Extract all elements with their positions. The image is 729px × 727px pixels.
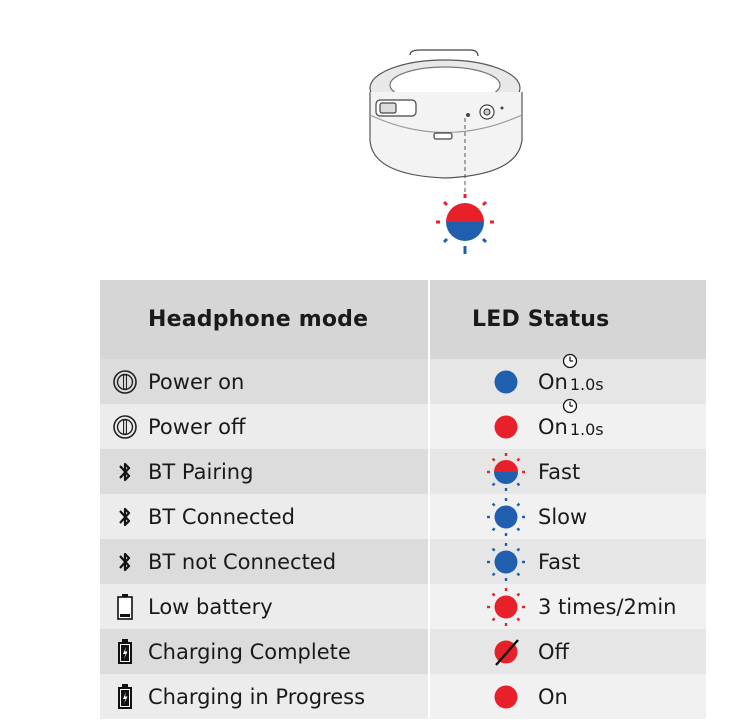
red-blue-led-flash-icon [487, 452, 525, 491]
mode-label: BT Pairing [148, 459, 254, 484]
power-icon [113, 414, 137, 439]
led-status-cell: On 1.0s [428, 398, 706, 449]
led-status-text: Fast [538, 549, 581, 574]
header-cell-status: LED Status [428, 280, 706, 359]
led-status-cell: Fast [428, 449, 706, 494]
mode-cell: Charging Complete [100, 629, 428, 674]
mode-label: Power on [148, 369, 245, 394]
table-row: Charging in Progress On [100, 674, 706, 719]
led-status-cell: On [428, 674, 706, 719]
battery-charging-icon [106, 629, 144, 674]
led-status-text: Off [538, 639, 569, 664]
led-status-text: 3 times/2min [538, 594, 677, 619]
low-battery-icon [117, 593, 133, 620]
clock-icon [562, 353, 577, 369]
low-battery-icon [106, 584, 144, 629]
blue-led-flash-icon [487, 542, 525, 581]
red-led-solid-icon [494, 415, 518, 438]
mode-cell: Power on [100, 359, 428, 404]
blue-led-flash-icon [487, 497, 525, 536]
mode-cell: Charging in Progress [100, 674, 428, 719]
led-status-text: On [538, 369, 568, 394]
headphone-earcup-illustration [369, 49, 523, 254]
led-indicator-icon [486, 404, 526, 449]
battery-charging-icon [118, 683, 132, 709]
table-row: BT not Connected Fast [100, 539, 706, 584]
timer-duration: 1.0s [562, 353, 604, 394]
bluetooth-icon [106, 449, 144, 494]
clock-icon [562, 398, 577, 414]
led-status-cell: 3 times/2min [428, 584, 706, 629]
mode-label: Low battery [148, 594, 273, 619]
mode-cell: BT Pairing [100, 449, 428, 494]
led-red-blue-indicator [436, 194, 494, 254]
led-indicator-icon [486, 629, 526, 674]
timer-text: 1.0s [569, 420, 604, 439]
mode-label: BT not Connected [148, 549, 337, 574]
led-status-text: Slow [538, 504, 588, 529]
table-row: BT Connected Slow [100, 494, 706, 539]
table-row: BT Pairing Fast [100, 449, 706, 494]
table-row: Charging Complete Off [100, 629, 706, 674]
battery-charging-icon [106, 674, 144, 719]
header-cell-mode: Headphone mode [100, 280, 428, 359]
mode-cell: Low battery [100, 584, 428, 629]
led-indicator-icon [486, 494, 526, 539]
led-status-cell: Fast [428, 539, 706, 584]
mode-label: Charging in Progress [148, 684, 366, 709]
table-header-row: Headphone mode LED Status [100, 280, 706, 359]
bluetooth-icon [119, 507, 131, 526]
mode-cell: BT not Connected [100, 539, 428, 584]
mode-label: Power off [148, 414, 246, 439]
power-icon [106, 359, 144, 404]
timer-duration: 1.0s [562, 398, 604, 439]
led-indicator-icon [486, 359, 526, 404]
led-status-text: On [538, 414, 568, 439]
led-indicator-icon [486, 584, 526, 629]
battery-charging-icon [118, 638, 132, 664]
bluetooth-icon [119, 552, 131, 571]
mode-label: BT Connected [148, 504, 295, 529]
red-led-flash-icon [487, 587, 525, 626]
header-status-label: LED Status [472, 307, 610, 332]
power-icon [113, 369, 137, 394]
mode-cell: BT Connected [100, 494, 428, 539]
led-indicator-icon [486, 539, 526, 584]
led-status-text: On [538, 684, 568, 709]
mode-cell: Power off [100, 404, 428, 449]
bluetooth-icon [106, 494, 144, 539]
led-indicator-icon [486, 674, 526, 719]
red-led-solid-icon [494, 685, 518, 708]
led-status-cell: On 1.0s [428, 353, 706, 404]
timer-text: 1.0s [569, 375, 604, 394]
power-icon [106, 404, 144, 449]
led-indicator-icon [486, 449, 526, 494]
table-row: Power off On 1.0s [100, 398, 706, 449]
blue-led-solid-icon [494, 370, 518, 393]
led-status-text: Fast [538, 459, 581, 484]
table-row: Power on On 1.0s [100, 353, 706, 404]
bluetooth-icon [119, 462, 131, 481]
led-off-icon [494, 638, 519, 666]
earcup-drawing [369, 49, 523, 179]
bluetooth-icon [106, 539, 144, 584]
led-status-cell: Off [428, 629, 706, 674]
led-status-cell: Slow [428, 494, 706, 539]
table-row: Low battery 3 times/2min [100, 584, 706, 629]
led-status-table: Headphone mode LED Status Power on On 1.0… [100, 280, 706, 719]
header-mode-label: Headphone mode [148, 307, 369, 332]
mode-label: Charging Complete [148, 639, 351, 664]
